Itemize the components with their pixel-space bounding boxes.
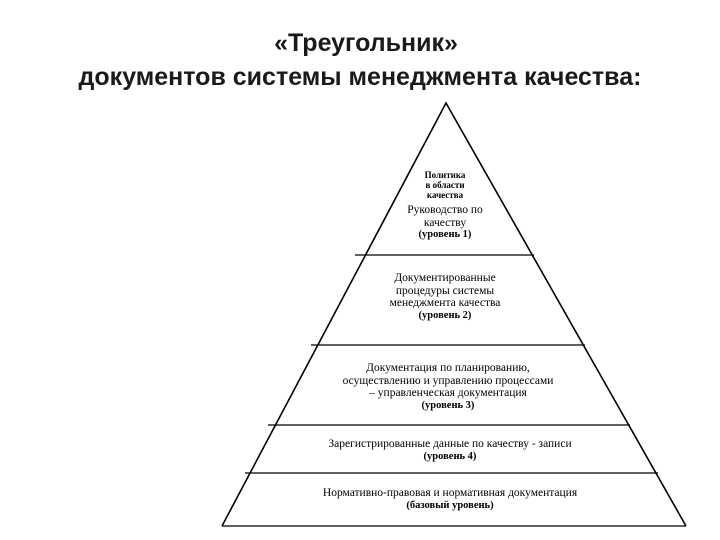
diagram-title-line-1: «Треугольник»: [274, 29, 458, 57]
level-1-line-2: качеству: [423, 216, 467, 229]
policy-line-2: в области: [425, 180, 465, 190]
pyramid-level-3: Документация по планированию, осуществле…: [308, 362, 588, 412]
level-1-label: (уровень 1): [418, 229, 472, 240]
level-3-line-3: – управленческая документация: [369, 387, 527, 399]
policy-line-3: качества: [426, 190, 464, 200]
level-4-line-1: Зарегистрированные данные по качеству - …: [328, 438, 572, 450]
pyramid-outline: [221, 101, 687, 527]
policy-line-1: Политика: [424, 170, 466, 180]
level-2-line-1: Документированные: [394, 272, 496, 284]
level-3-line-2: осуществлению и управлению процессами: [342, 374, 554, 387]
pyramid-level-4: Зарегистрированные данные по качеству - …: [290, 438, 610, 463]
base-line-1: Нормативно-правовая и нормативная докуме…: [322, 487, 578, 499]
level-3-line-1: Документация по планированию,: [366, 362, 530, 374]
level-1-line-1: Руководство по: [407, 204, 483, 216]
base-level-label: (базовый уровень): [406, 499, 494, 511]
pyramid-level-2: Документированные процедуры системы мене…: [360, 272, 530, 322]
level-2-line-3: менеджмента качества: [389, 297, 501, 309]
level-2-label: (уровень 2): [418, 309, 472, 321]
pyramid-base-level: Нормативно-правовая и нормативная докуме…: [270, 487, 630, 512]
pyramid-level-1: Политика в области качества Руководство …: [370, 170, 520, 242]
diagram-title-line-2: документов системы менеджмента качества:: [78, 63, 642, 91]
level-4-label: (уровень 4): [423, 450, 477, 462]
level-3-label: (уровень 3): [421, 399, 475, 411]
level-2-line-2: процедуры системы: [395, 284, 495, 297]
